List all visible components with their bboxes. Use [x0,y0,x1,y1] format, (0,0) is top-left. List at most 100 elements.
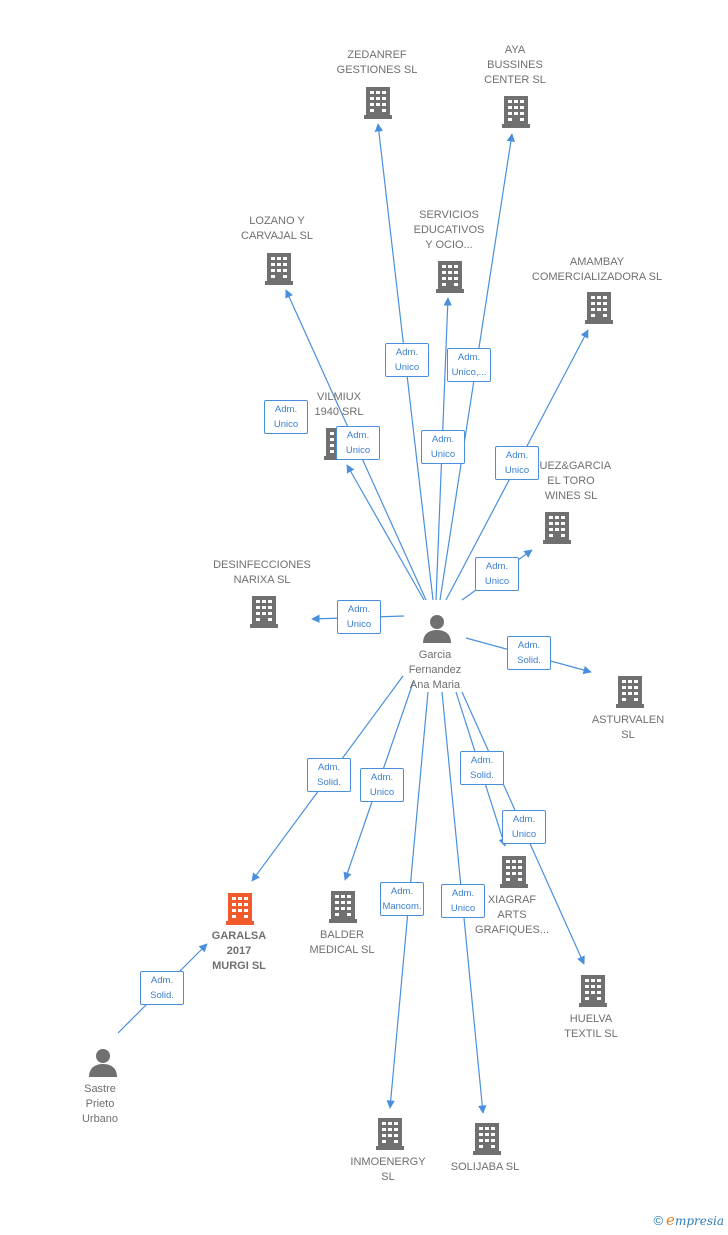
edge-label-center-to-servicios[interactable]: Adm. Unico [421,430,465,464]
person-icon-center[interactable] [423,615,451,643]
node-label-line: SL [381,1171,395,1183]
node-label-line: MEDICAL SL [309,944,375,956]
edge-label-center-to-aya[interactable]: Adm. Unico,... [447,348,491,382]
node-label-line: WINES SL [544,490,598,502]
edge-label-line: Adm. [150,975,174,986]
node-label-zedanref[interactable]: ZEDANREF GESTIONES SL [337,48,418,78]
edge-label-line: Solid. [150,990,174,1001]
edge-label-center-to-solijaba[interactable]: Adm.Unico [441,884,485,918]
building-icon-garalsa[interactable] [226,893,254,925]
brand-logo-text: mpresia [674,1214,724,1228]
edge-label-line: Unico,... [451,367,487,378]
edge-label-line: Adm. [431,434,455,445]
node-label-line: XIAGRAF [487,894,537,906]
edge-label-center-to-lozano[interactable]: Adm.Unico [264,400,308,434]
edge-label-line: Unico [345,445,371,456]
edge-label-line: Unico [430,449,456,460]
node-label-line: ZEDANREF [347,49,407,61]
node-label-line: AYA [504,44,526,56]
building-icon-lozano[interactable] [265,253,293,285]
node-label-asturvalen[interactable]: ASTURVALEN SL [592,713,664,743]
building-icon-inmoenergy[interactable] [376,1118,404,1150]
edge-label-line: Adm. [470,755,494,766]
edge-label-line: Adm. [274,404,298,415]
node-label-line: ASTURVALEN [591,714,665,726]
building-icon-zedanref[interactable] [364,87,392,119]
edge-label-line: Unico [484,576,510,587]
node-label-line: Garcia [418,649,452,661]
node-label-line: Ana Maria [409,679,461,691]
edge-label-center-to-desinfecciones[interactable]: Adm.Unico [337,600,381,634]
edge-label-line: Adm. [451,888,475,899]
node-label-line: SL [621,729,635,741]
edge-label-line: Adm. [390,886,414,897]
edge-center-to-vilmiux [346,464,425,601]
building-icon-huelva[interactable] [579,975,607,1007]
node-label-line: AMAMBAY [569,256,625,268]
edge-label-center-to-balder[interactable]: Adm. Unico [360,768,404,802]
building-icon-desinfecciones[interactable] [250,596,278,628]
node-label-line: Fernandez [408,664,462,676]
node-label-inmoenergy[interactable]: INMOENERGY SL [350,1155,425,1185]
copyright-symbol: © [653,1213,664,1228]
building-icon-balder[interactable] [329,891,357,923]
node-label-balder[interactable]: BALDER MEDICAL SL [309,928,374,958]
edge-label-line: Mancom. [382,901,422,912]
footer-brand[interactable]: ©empresia [653,1211,724,1229]
node-label-line: GUEZ&GARCIA [530,460,612,472]
edge-label-line: Adm. [517,640,541,651]
node-label-line: GESTIONES SL [336,64,418,76]
node-label-line: Y OCIO... [425,239,473,251]
building-icon-solijaba[interactable] [473,1123,501,1155]
edge-label-line: Adm. [395,347,419,358]
edge-label-line: Unico [394,362,420,373]
node-label-line: SOLIJABA SL [450,1161,520,1173]
edge-label-center-to-vilmiux[interactable]: Adm.Unico [336,426,380,460]
building-icon-aya[interactable] [502,96,530,128]
edge-label-line: Adm. [505,450,529,461]
building-icon-xiagraf[interactable] [500,856,528,888]
node-label-line: EDUCATIVOS [413,224,485,236]
edge-label-center-to-zedanref[interactable]: Adm. Unico [385,343,429,377]
node-label-line: INMOENERGY [350,1156,426,1168]
node-label-line: 2017 [226,945,252,957]
edge-label-line: Adm. [317,762,341,773]
building-icon-asturvalen[interactable] [616,676,644,708]
building-icon-amambay[interactable] [585,292,613,324]
edge-label-center-to-xiagraf[interactable]: Adm.Solid. [460,751,504,785]
edge-label-line: Unico [369,787,395,798]
edge-label-center-to-amambay[interactable]: Adm. Unico [495,446,539,480]
edge-label-sastre-to-garalsa[interactable]: Adm. Solid. [140,971,184,1005]
edge-label-center-to-rodriguez[interactable]: Adm.Unico [475,557,519,591]
node-label-line: BALDER [319,929,365,941]
edge-label-line: Unico [511,829,537,840]
node-label-line: TEXTIL SL [564,1028,618,1040]
person-icon-sastre[interactable] [89,1049,117,1077]
building-icon-servicios[interactable] [436,261,464,293]
edge-label-line: Unico [504,465,530,476]
edge-label-center-to-asturvalen[interactable]: Adm.Solid. [507,636,551,670]
node-label-rodriguez[interactable]: GUEZ&GARCIA EL TORO WINES SL [531,459,611,504]
node-label-solijaba[interactable]: SOLIJABA SL [451,1160,519,1175]
edge-label-center-to-garalsa[interactable]: Adm.Solid. [307,758,351,792]
building-icon-rodriguez[interactable] [543,512,571,544]
edge-label-center-to-huelva[interactable]: Adm. Unico [502,810,546,844]
edge-label-line: Adm. [370,772,394,783]
edge-label-line: Adm. [512,814,536,825]
node-label-line: DESINFECCIONES [213,559,311,571]
node-label-line: EL TORO [547,475,595,487]
edge-label-center-to-inmoenergy[interactable]: Adm. Mancom. [380,882,424,916]
edge-label-line: Adm. [457,352,481,363]
node-label-line: VILMIUX [316,391,361,403]
